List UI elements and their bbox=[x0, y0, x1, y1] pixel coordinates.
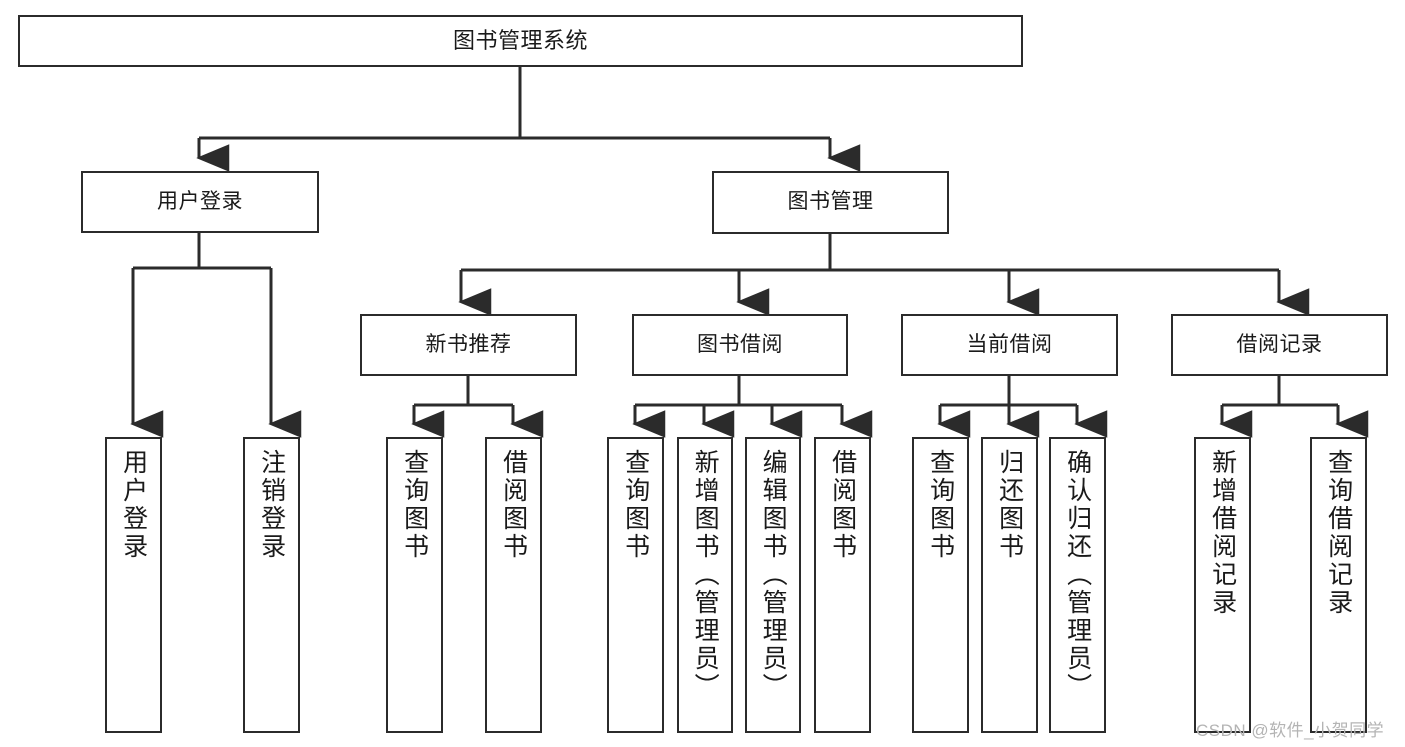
leaf-new-book-borrow[interactable]: 借阅图书 bbox=[485, 437, 542, 733]
leaf-new-book-query[interactable]: 查询图书 bbox=[386, 437, 443, 733]
node-borrow-record[interactable]: 借阅记录 bbox=[1171, 314, 1388, 376]
leaf-borrow-record-add[interactable]: 新增借阅记录 bbox=[1194, 437, 1251, 733]
leaf-current-borrow-return[interactable]: 归还图书 bbox=[981, 437, 1038, 733]
node-label: 借阅记录 bbox=[1236, 332, 1323, 356]
leaf-user-login-logout[interactable]: 注销登录 bbox=[243, 437, 300, 733]
node-label: 查询借阅记录 bbox=[1324, 449, 1353, 617]
node-label: 当前借阅 bbox=[966, 332, 1053, 356]
node-label: 图书管理 bbox=[787, 190, 874, 214]
node-label: 新增借阅记录 bbox=[1208, 449, 1237, 617]
leaf-book-borrow-query[interactable]: 查询图书 bbox=[607, 437, 664, 733]
leaf-book-borrow-add[interactable]: 新增图书（管理员） bbox=[677, 437, 733, 733]
node-label: 查询图书 bbox=[926, 449, 955, 561]
node-book-borrow[interactable]: 图书借阅 bbox=[632, 314, 848, 376]
node-book-management[interactable]: 图书管理 bbox=[712, 171, 949, 234]
node-label: 新增图书（管理员） bbox=[691, 449, 720, 701]
leaf-current-borrow-confirm-return[interactable]: 确认归还（管理员） bbox=[1049, 437, 1106, 733]
leaf-user-login-login[interactable]: 用户登录 bbox=[105, 437, 162, 733]
node-label: 查询图书 bbox=[400, 449, 429, 561]
node-root-system[interactable]: 图书管理系统 bbox=[18, 15, 1023, 67]
node-label: 查询图书 bbox=[621, 449, 650, 561]
node-user-login[interactable]: 用户登录 bbox=[81, 171, 319, 233]
leaf-borrow-record-query[interactable]: 查询借阅记录 bbox=[1310, 437, 1367, 733]
node-label: 借阅图书 bbox=[499, 449, 528, 561]
node-label: 用户登录 bbox=[119, 449, 148, 561]
node-label: 用户登录 bbox=[157, 189, 243, 213]
node-label: 确认归还（管理员） bbox=[1063, 449, 1092, 701]
leaf-current-borrow-query[interactable]: 查询图书 bbox=[912, 437, 969, 733]
node-label: 借阅图书 bbox=[828, 449, 857, 561]
node-label: 编辑图书（管理员） bbox=[759, 449, 788, 701]
node-label: 新书推荐 bbox=[425, 332, 512, 356]
leaf-book-borrow-borrow[interactable]: 借阅图书 bbox=[814, 437, 871, 733]
leaf-book-borrow-edit[interactable]: 编辑图书（管理员） bbox=[745, 437, 801, 733]
node-label: 图书借阅 bbox=[697, 332, 783, 356]
node-current-borrow[interactable]: 当前借阅 bbox=[901, 314, 1118, 376]
node-label: 归还图书 bbox=[995, 449, 1024, 561]
node-label: 注销登录 bbox=[257, 449, 286, 561]
node-label: 图书管理系统 bbox=[452, 28, 588, 54]
watermark: CSDN @软件_小贺同学 bbox=[1196, 721, 1385, 740]
node-new-book-recommend[interactable]: 新书推荐 bbox=[360, 314, 577, 376]
